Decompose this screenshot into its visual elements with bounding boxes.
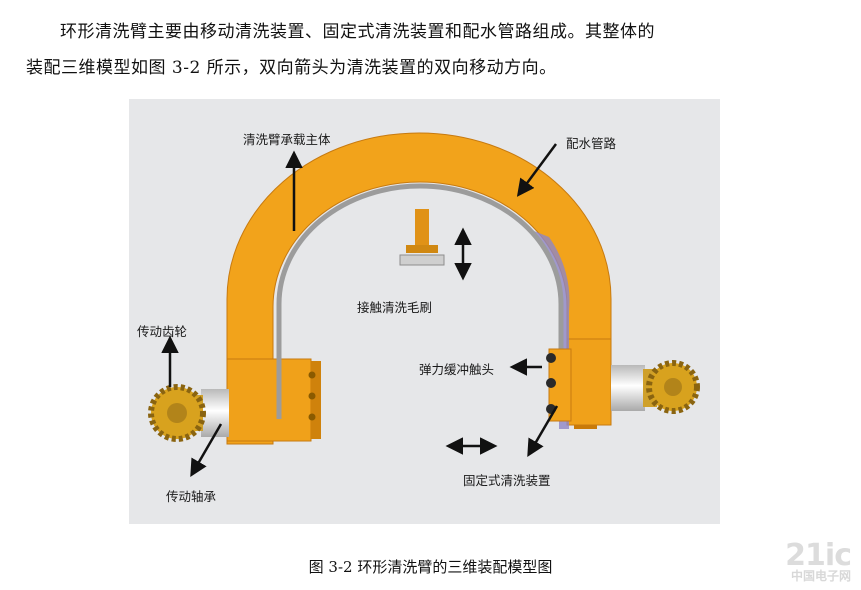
right-base-block: [566, 338, 612, 426]
label-buffer-contact: 弹力缓冲触头: [419, 362, 495, 377]
paragraph-line-2: 装配三维模型如图 3-2 所示，双向箭头为清洗装置的双向移动方向。: [26, 58, 557, 78]
water-pipe: [276, 183, 564, 419]
body-paragraph: 环形清洗臂主要由移动清洗装置、固定式清洗装置和配水管路组成。其整体的 装配三维模…: [26, 14, 836, 86]
arrow-bearing: [190, 423, 223, 478]
arrow-water-pipe: [516, 143, 558, 197]
paragraph-line-1: 环形清洗臂主要由移动清洗装置、固定式清洗装置和配水管路组成。其整体的: [60, 22, 655, 42]
watermark-logo: 21ic 中国电子网: [785, 538, 852, 584]
brush-head: [399, 254, 445, 266]
left-base-block: [226, 358, 312, 442]
watermark-brand: 21ic: [785, 538, 852, 573]
label-bearing: 传动轴承: [166, 489, 217, 504]
bolt: [546, 353, 556, 363]
label-main-body: 清洗臂承载主体: [243, 132, 331, 147]
figure-3d-model: 清洗臂承载主体 配水管路 接触清洗毛刷 传动齿轮 弹力缓冲触头 传动轴承 固定式…: [129, 99, 720, 524]
label-gear: 传动齿轮: [137, 324, 188, 339]
model-illustration: [148, 132, 700, 478]
watermark-sub: 中国电子网: [790, 569, 851, 583]
brush-rod: [415, 209, 429, 249]
label-brush: 接触清洗毛刷: [357, 300, 433, 315]
bolt: [308, 371, 316, 379]
brush-holder: [406, 245, 438, 253]
bolt: [546, 378, 556, 388]
left-base-side: [311, 361, 321, 439]
label-water-pipe: 配水管路: [566, 136, 617, 151]
bolt: [308, 392, 316, 400]
arrow-fixed-cleaner: [527, 405, 559, 458]
figure-caption: 图 3-2 环形清洗臂的三维装配模型图: [308, 558, 553, 576]
arch-front: [226, 132, 612, 445]
label-fixed-cleaner: 固定式清洗装置: [463, 473, 551, 488]
bolt: [308, 413, 316, 421]
right-shaft: [611, 365, 645, 411]
